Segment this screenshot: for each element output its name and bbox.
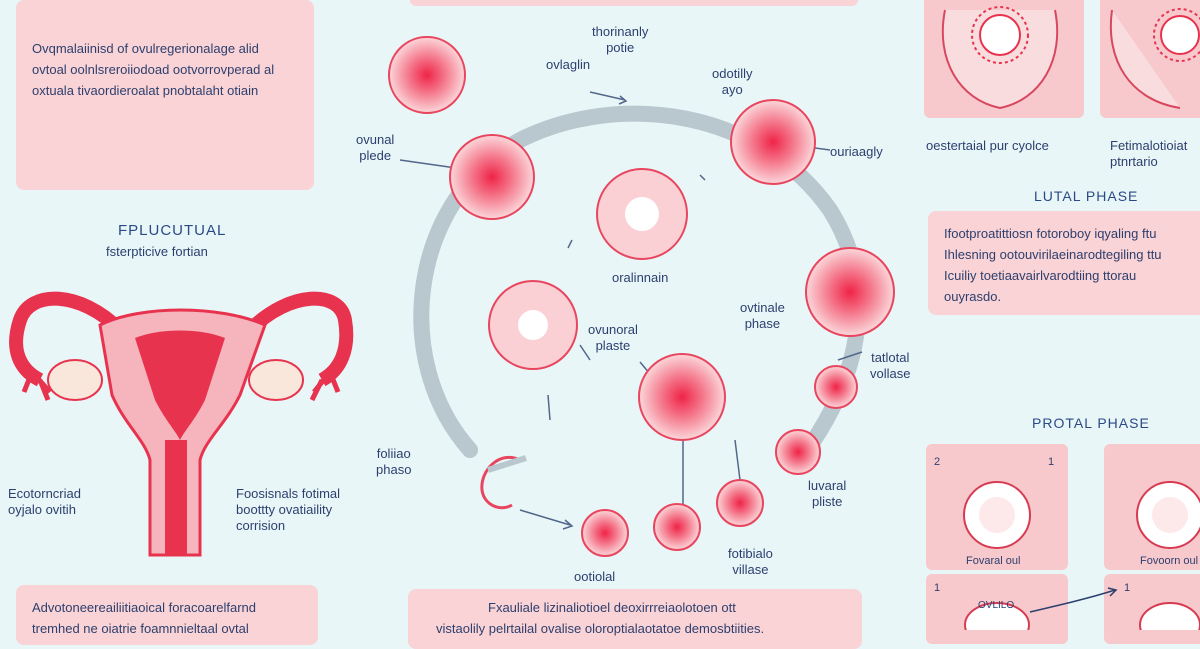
- cycle-label: luvaral pliste: [808, 478, 847, 509]
- uterus-illustration: [9, 291, 354, 557]
- cycle-diagram: [388, 36, 895, 557]
- protal-illustrations: [963, 481, 1200, 630]
- panel-line: Advotoneereailiitiaoical foracoarelfarnd: [32, 600, 257, 615]
- center-bottom-panel: Fxauliale lizinaliotioel deoxirrreiaolot…: [408, 589, 862, 649]
- panel-line: Icuiliy toetiaavairlvarodtiing ttorau: [944, 268, 1137, 283]
- left-subheading: fsterpticive fortian: [106, 244, 208, 259]
- left-label-right: Foosisnals fotimal boottty ovatiaility c…: [236, 486, 341, 533]
- protal-number: 1: [1048, 456, 1055, 468]
- protal-number: 2: [934, 456, 941, 468]
- left-label-left: Ecotorncriad oyjalo ovitih: [8, 486, 81, 517]
- protal-caption-right: Fovoorn oul: [1140, 555, 1199, 567]
- right-top-illustrations: [941, 6, 1200, 110]
- panel-line: Ifootproatittiosn fotoroboy iqyaling ftu: [944, 226, 1157, 241]
- cycle-label: oralinnain: [612, 270, 669, 285]
- cycle-label: fotibialo villase: [728, 546, 773, 577]
- left-heading: FPLUCUTUAL: [118, 222, 227, 239]
- cycle-label: ovunal plede: [356, 132, 395, 163]
- protal-phase-title: PROTAL PHASE: [1032, 415, 1150, 431]
- protal-number: 1: [1124, 582, 1131, 594]
- left-top-panel: Ovqmalaiinisd of ovulregerionalage alid …: [16, 0, 314, 190]
- panel-line: Ovqmalaiinisd of ovulregerionalage alid: [32, 41, 259, 56]
- protal-number: 1: [934, 582, 941, 594]
- cycle-label: foliiao phaso: [376, 446, 412, 477]
- luteal-panel: Ifootproatittiosn fotoroboy iqyaling ftu…: [928, 211, 1200, 315]
- secondary-follicle: [488, 168, 688, 370]
- cycle-label: thorinanly potie: [592, 24, 649, 55]
- protal-bubble-label: OVLILO: [978, 600, 1015, 611]
- cycle-label: ovunoral plaste: [588, 322, 638, 353]
- panel-line: ovtoal oolnlsreroiiodoad ootvorrovperad …: [32, 62, 275, 77]
- center-top-panel: [410, 0, 858, 6]
- follicle: [388, 36, 895, 557]
- panel-line: Fxauliale lizinaliotioel deoxirrreiaolot…: [488, 600, 736, 615]
- cycle-label: ouriaagly: [830, 144, 883, 159]
- panel-line: Ihlesning ootouvirilaeinarodtegiling ttu: [944, 247, 1162, 262]
- right-top-caption-left: oestertaial pur cyolce: [926, 138, 1049, 153]
- cycle-label: ootiolal: [574, 569, 616, 584]
- cycle-label: ovtinale phase: [740, 300, 785, 331]
- luteal-phase-title: LUTAL PHASE: [1034, 188, 1139, 204]
- cycle-label: tatlotal vollase: [870, 350, 911, 381]
- right-top-caption-right: Fetimalotioiat ptnrtario: [1110, 138, 1188, 169]
- panel-line: ouyrasdo.: [944, 289, 1002, 304]
- protal-caption-left: Fovaral oul: [966, 555, 1021, 567]
- panel-line: oxtuala tivaordieroalat pnobtalaht otiai…: [32, 83, 259, 98]
- cycle-label: odotilly ayo: [712, 66, 753, 97]
- cycle-label: ovlaglin: [546, 57, 591, 72]
